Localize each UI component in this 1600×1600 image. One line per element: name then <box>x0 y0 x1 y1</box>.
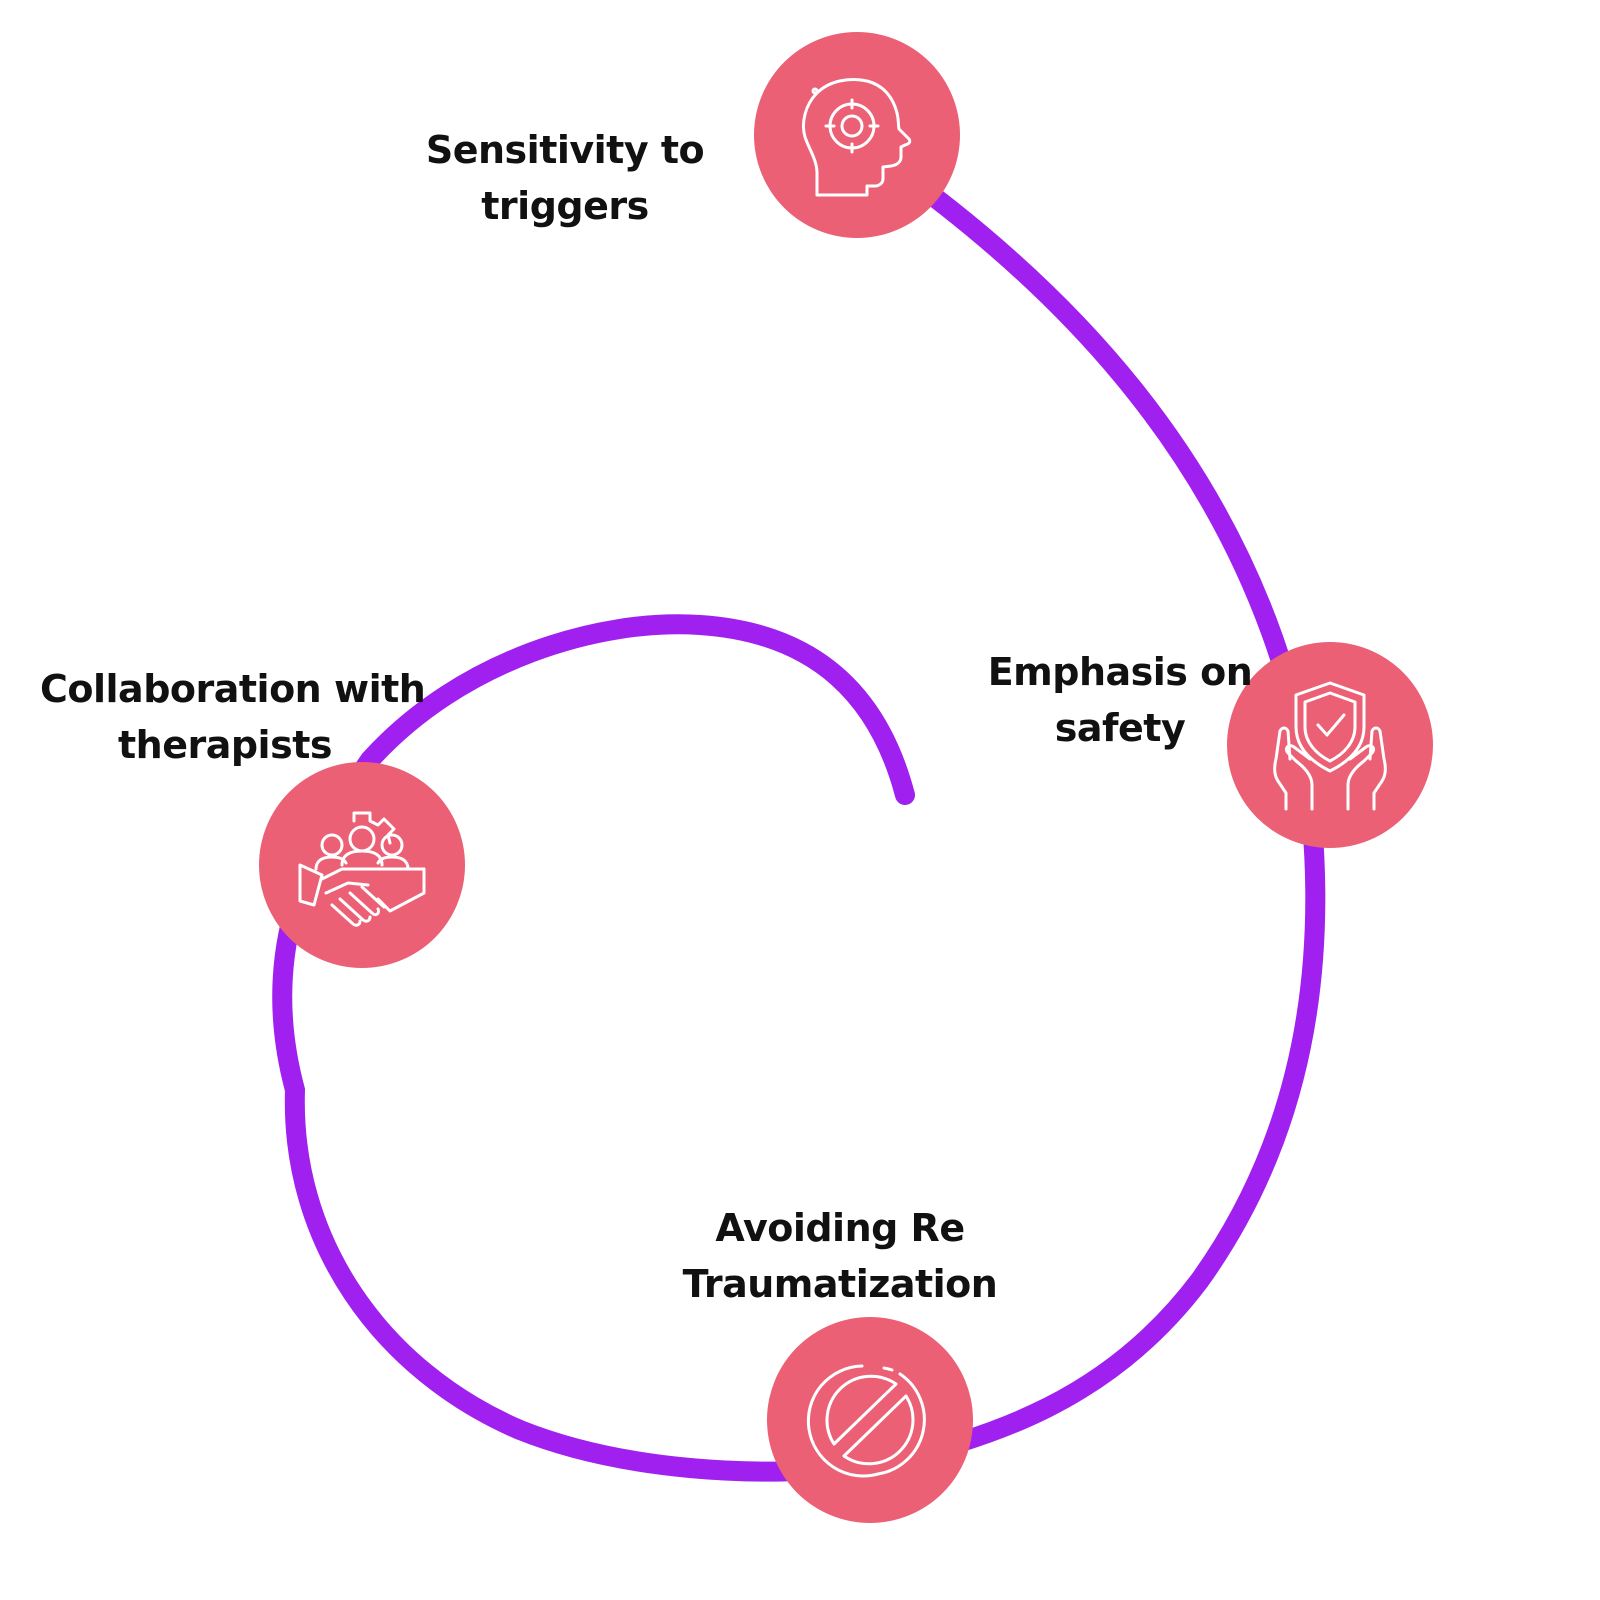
node-sensitivity <box>754 32 960 238</box>
node-collab <box>259 762 465 968</box>
label-collab: Collaboration with therapists <box>40 661 426 773</box>
label-line: therapists <box>117 723 333 767</box>
prohibited-icon <box>806 1364 926 1478</box>
label-line: safety <box>1054 706 1186 750</box>
head-target-icon <box>802 78 912 197</box>
team-handshake-icon <box>298 811 426 927</box>
label-sensitivity: Sensitivity to triggers <box>400 122 730 234</box>
label-line: triggers <box>481 184 649 228</box>
label-line: Emphasis on <box>987 650 1253 694</box>
label-line: Sensitivity to <box>425 128 705 172</box>
label-safety: Emphasis on safety <box>970 644 1270 756</box>
node-safety <box>1227 642 1433 848</box>
node-avoiding <box>767 1317 973 1523</box>
label-line: Avoiding Re <box>715 1206 965 1250</box>
label-line: Collaboration with <box>40 667 426 711</box>
shield-hands-icon <box>1273 681 1387 811</box>
label-avoiding: Avoiding Re Traumatization <box>680 1200 1000 1312</box>
label-line: Traumatization <box>682 1262 998 1306</box>
